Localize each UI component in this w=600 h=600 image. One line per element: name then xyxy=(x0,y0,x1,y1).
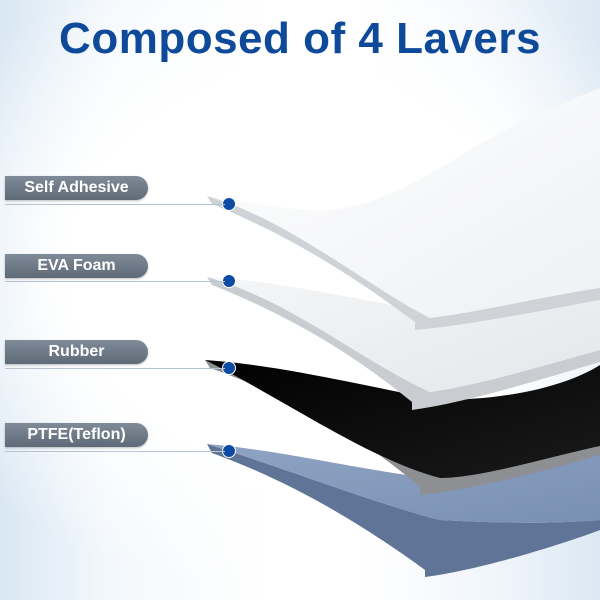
layer-self-adhesive xyxy=(207,88,600,330)
page-title: Composed of 4 Lavers xyxy=(59,14,541,63)
label-rubber: Rubber xyxy=(5,340,148,364)
layer-rubber xyxy=(205,360,600,495)
leader-line-eva-foam xyxy=(5,281,225,282)
leader-line-self-adhesive xyxy=(5,204,225,205)
layer-eva-foam xyxy=(207,240,600,410)
label-self-adhesive: Self Adhesive xyxy=(5,176,148,200)
layer-ptfe xyxy=(207,444,600,577)
label-eva-foam: EVA Foam xyxy=(5,254,148,278)
leader-line-rubber xyxy=(5,368,225,369)
leader-line-ptfe xyxy=(5,451,225,452)
label-ptfe: PTFE(Teflon) xyxy=(5,423,148,447)
